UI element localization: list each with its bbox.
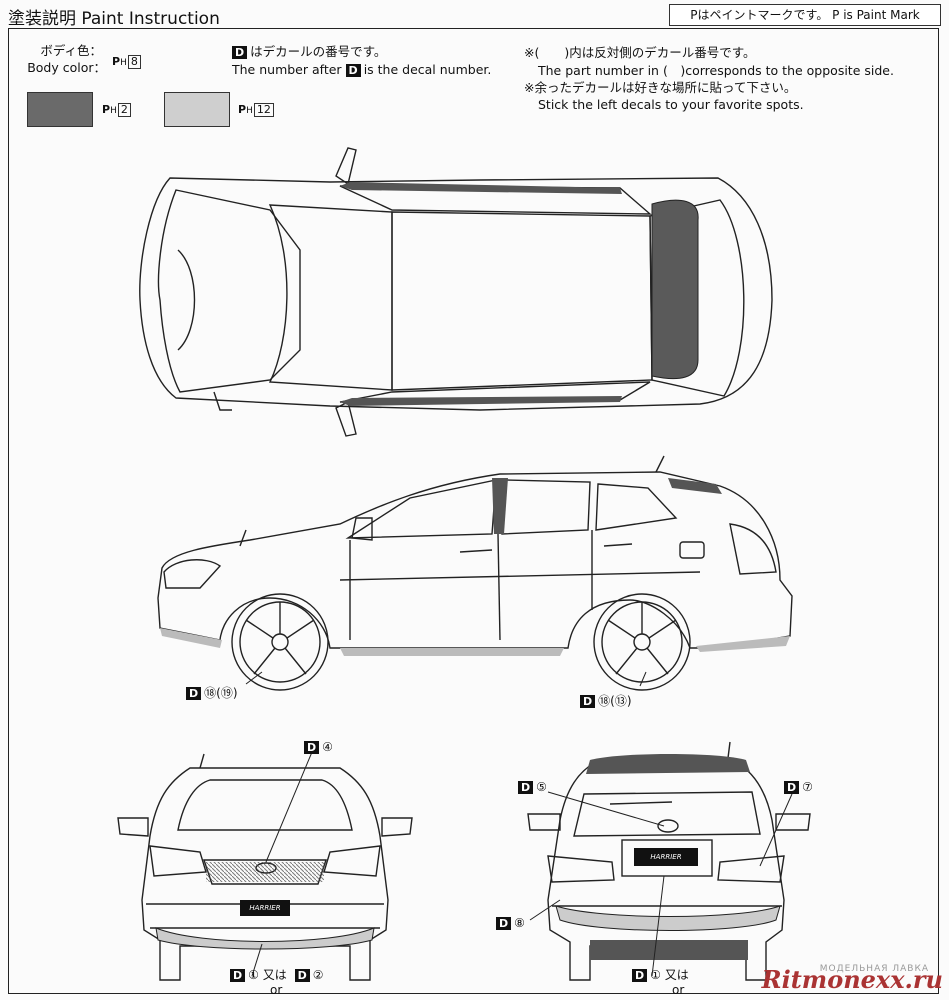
note-4: Stick the left decals to your favorite s… — [538, 97, 804, 112]
swatch-dark-gray — [27, 92, 93, 127]
callout-wheel-front-text: ⑱(⑲) — [204, 686, 238, 700]
callout-front-plate-b: ② — [312, 968, 324, 982]
watermark-logo: Ritmonexx.ru — [761, 965, 943, 994]
callout-rear-or-jp: 又は — [664, 968, 689, 982]
swatch-light-gray — [164, 92, 230, 127]
paint-code: 2 — [117, 103, 131, 117]
note-2: The part number in ( )corresponds to the… — [538, 63, 894, 78]
callout-front-plate-a: ① — [248, 968, 259, 982]
callout-rear-or-en: or — [672, 983, 685, 997]
paint-sub: H — [246, 106, 253, 116]
decal-mark-icon: D — [232, 46, 248, 59]
decal-note-en-before: The number after — [232, 62, 342, 77]
paint-mark-icon: P — [102, 103, 111, 116]
decal-mark-icon: D — [496, 917, 512, 930]
decal-mark-icon: D — [580, 695, 596, 708]
paint-code: 8 — [127, 55, 141, 69]
paint-mark-note: Pはペイントマークです。 P is Paint Mark — [669, 4, 941, 26]
callout-front-or-en: or — [270, 983, 283, 997]
decal-mark-icon: D — [632, 969, 648, 982]
front-plate-text: HARRIER — [249, 904, 281, 912]
page-title: 塗装説明 Paint Instruction — [8, 9, 220, 29]
body-color-label-jp: ボディ色： — [40, 43, 102, 58]
watermark-sub: МОДЕЛЬНАЯ ЛАВКА — [819, 964, 929, 974]
callout-rear-plate-text: ⑧ — [514, 916, 525, 930]
callout-wheel-rear-text: ⑱(⑬) — [598, 694, 632, 708]
decal-mark-icon: D — [294, 969, 310, 982]
decal-note-jp-text: はデカールの番号です。 — [250, 44, 387, 59]
note-1: ※( )内は反対側のデカール番号です。 — [524, 45, 756, 60]
body-color-label-en: Body color： — [27, 60, 106, 75]
decal-mark-icon: D — [230, 969, 246, 982]
decal-mark-icon: D — [784, 781, 800, 794]
callout-rear-emblem-text: ⑤ — [536, 780, 547, 794]
paint-mark-icon: P — [112, 55, 121, 68]
decal-mark-icon: D — [304, 741, 320, 754]
paint-code: 12 — [253, 103, 274, 117]
decal-mark-icon: D — [518, 781, 534, 794]
paint-sub: H — [110, 106, 117, 116]
instruction-frame — [8, 28, 939, 994]
note-3: ※余ったデカールは好きな場所に貼って下さい。 — [524, 80, 797, 95]
rear-plate-text: HARRIER — [650, 853, 682, 861]
callout-front-or-jp: 又は — [262, 968, 287, 982]
callout-front-grille-text: ④ — [322, 740, 333, 754]
callout-rear-plate-a: ① — [650, 968, 661, 982]
decal-mark-icon: D — [186, 687, 202, 700]
callout-rear-badge-text: ⑦ — [802, 780, 813, 794]
decal-mark-icon: D — [345, 64, 361, 77]
decal-note-en-after: is the decal number. — [363, 62, 492, 77]
paint-mark-icon: P — [238, 103, 247, 116]
paint-sub: H — [120, 58, 127, 68]
